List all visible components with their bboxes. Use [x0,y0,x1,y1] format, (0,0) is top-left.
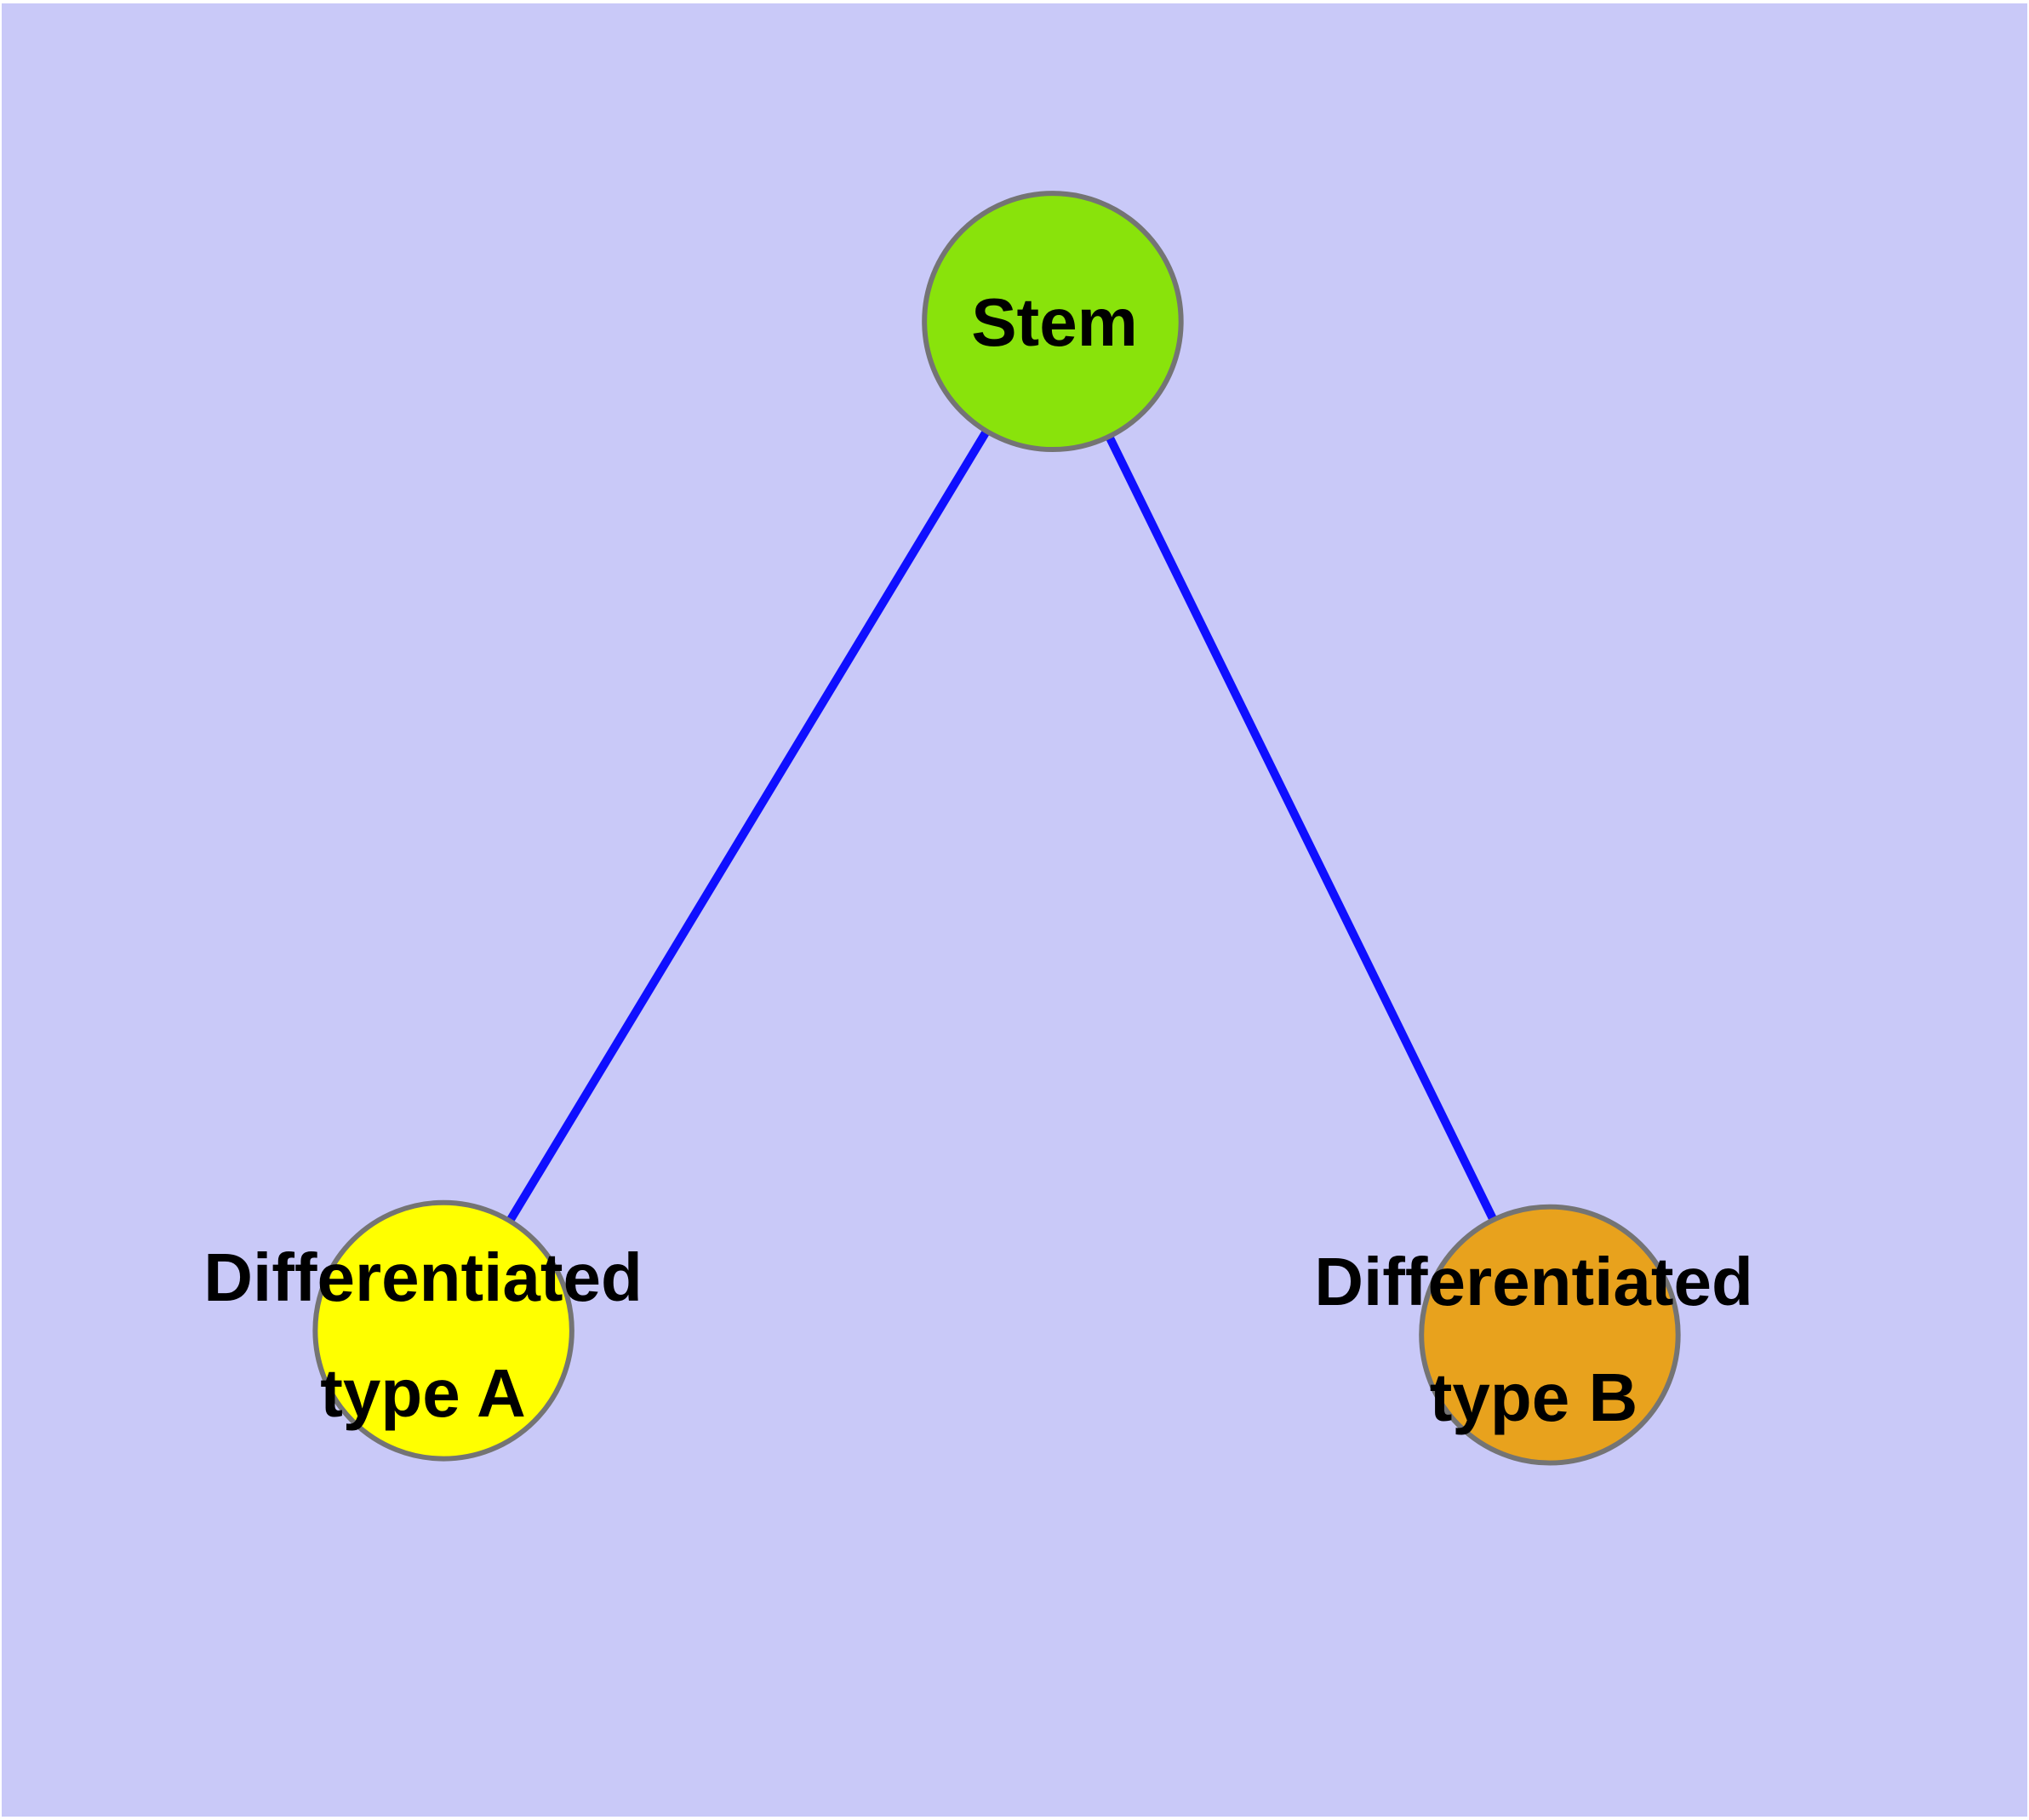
nodes-layer [312,191,1681,1466]
edge-stem-to-type-b [1049,319,1554,1337]
node-circle-type-b [1419,1204,1681,1466]
graph-svg [312,191,1681,1466]
node-circle-stem [922,191,1184,453]
edges-layer [439,319,1554,1337]
plot-canvas: Stem Differentiated type A Differentiate… [2,3,2027,1817]
edge-stem-to-type-a [439,319,1057,1333]
node-circle-type-a [312,1199,574,1462]
